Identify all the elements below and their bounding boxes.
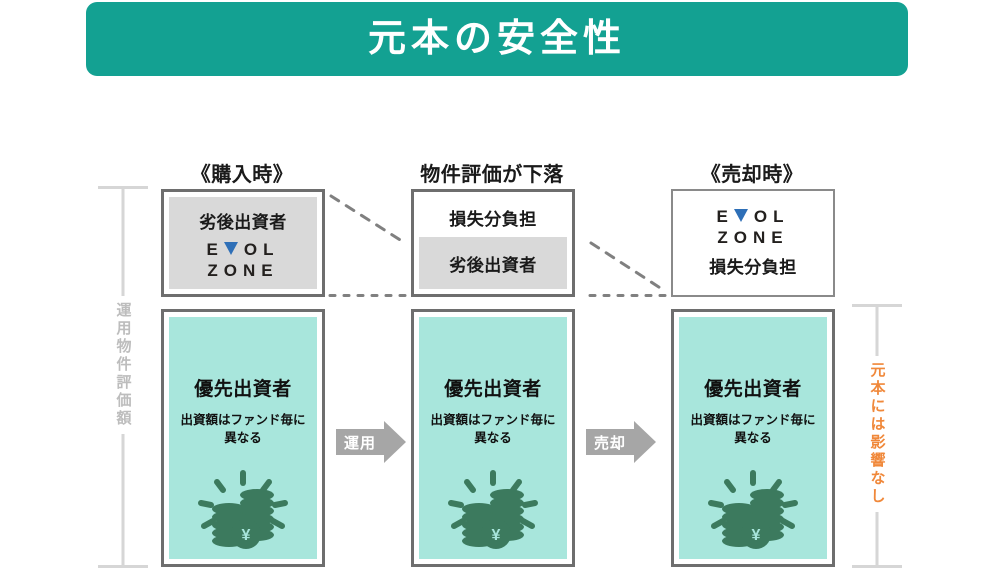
column-header-decline: 物件評価が下落 [420, 164, 564, 186]
coin-stack-yen-icon-2: ¥ [441, 469, 545, 556]
subordinate-investor-label-2: 劣後出資者 [449, 255, 537, 275]
bracket-right-cap-bottom [852, 565, 902, 568]
logo-v-triangle-icon [223, 241, 238, 255]
bracket-left-cap-bottom [98, 565, 148, 568]
connector-diagonal-2 [589, 241, 667, 293]
subordinate-investor-panel-2: 劣後出資者 [419, 237, 567, 289]
subordinate-investor-label: 劣後出資者 [199, 212, 287, 232]
teal-box-purchase: 優先出資者 出資額はファンド毎に異なる [161, 309, 325, 567]
bracket-left: 運用物件評価額 [98, 186, 148, 568]
priority-investor-subtitle-2: 出資額はファンド毎に異なる [430, 413, 556, 446]
coin-stack-yen-icon-1: ¥ [191, 469, 295, 556]
bracket-right-label: 元本には影響なし [868, 356, 886, 512]
bracket-right: 元本には影響なし [852, 304, 902, 568]
priority-investor-panel-3: 優先出資者 出資額はファンド毎に異なる [679, 317, 827, 559]
column-header-purchase: 《購入時》 [190, 164, 294, 186]
loss-burden-label-2: 損失分負担 [709, 258, 797, 277]
priority-investor-panel-1: 優先出資者 出資額はファンド毎に異なる [169, 317, 317, 559]
loss-burden-label: 損失分負担 [449, 209, 537, 229]
page-title: 元本の安全性 [367, 18, 626, 60]
column-header-sale: 《売却時》 [700, 164, 804, 186]
arrow-sale: 売却 [586, 421, 656, 463]
coin-stack-yen-icon-3: ¥ [701, 469, 805, 556]
priority-investor-title-3: 優先出資者 [704, 379, 802, 400]
priority-investor-title-2: 優先出資者 [444, 379, 542, 400]
svg-text:¥: ¥ [752, 527, 761, 544]
svg-text:¥: ¥ [242, 527, 251, 544]
priority-investor-panel-2: 優先出資者 出資額はファンド毎に異なる [419, 317, 567, 559]
arrow-operation: 運用 [336, 421, 406, 463]
logo-v-triangle-icon-2 [733, 209, 748, 222]
logo-line-2-b: ZONE [717, 228, 789, 247]
logo-line-2: ZONE [207, 260, 279, 280]
svg-text:¥: ¥ [492, 527, 501, 544]
teal-box-sale: 優先出資者 出資額はファンド毎に異なる [671, 309, 835, 567]
top-box-decline: 損失分負担 劣後出資者 [411, 189, 575, 297]
connector-diagonal-1 [329, 194, 407, 245]
bracket-left-label: 運用物件評価額 [114, 296, 132, 434]
title-banner: 元本の安全性 [86, 2, 908, 76]
priority-investor-subtitle-3: 出資額はファンド毎に異なる [690, 413, 816, 446]
teal-box-decline: 優先出資者 出資額はファンド毎に異なる [411, 309, 575, 567]
priority-investor-title-1: 優先出資者 [194, 379, 292, 400]
priority-investor-subtitle-1: 出資額はファンド毎に異なる [180, 413, 306, 446]
